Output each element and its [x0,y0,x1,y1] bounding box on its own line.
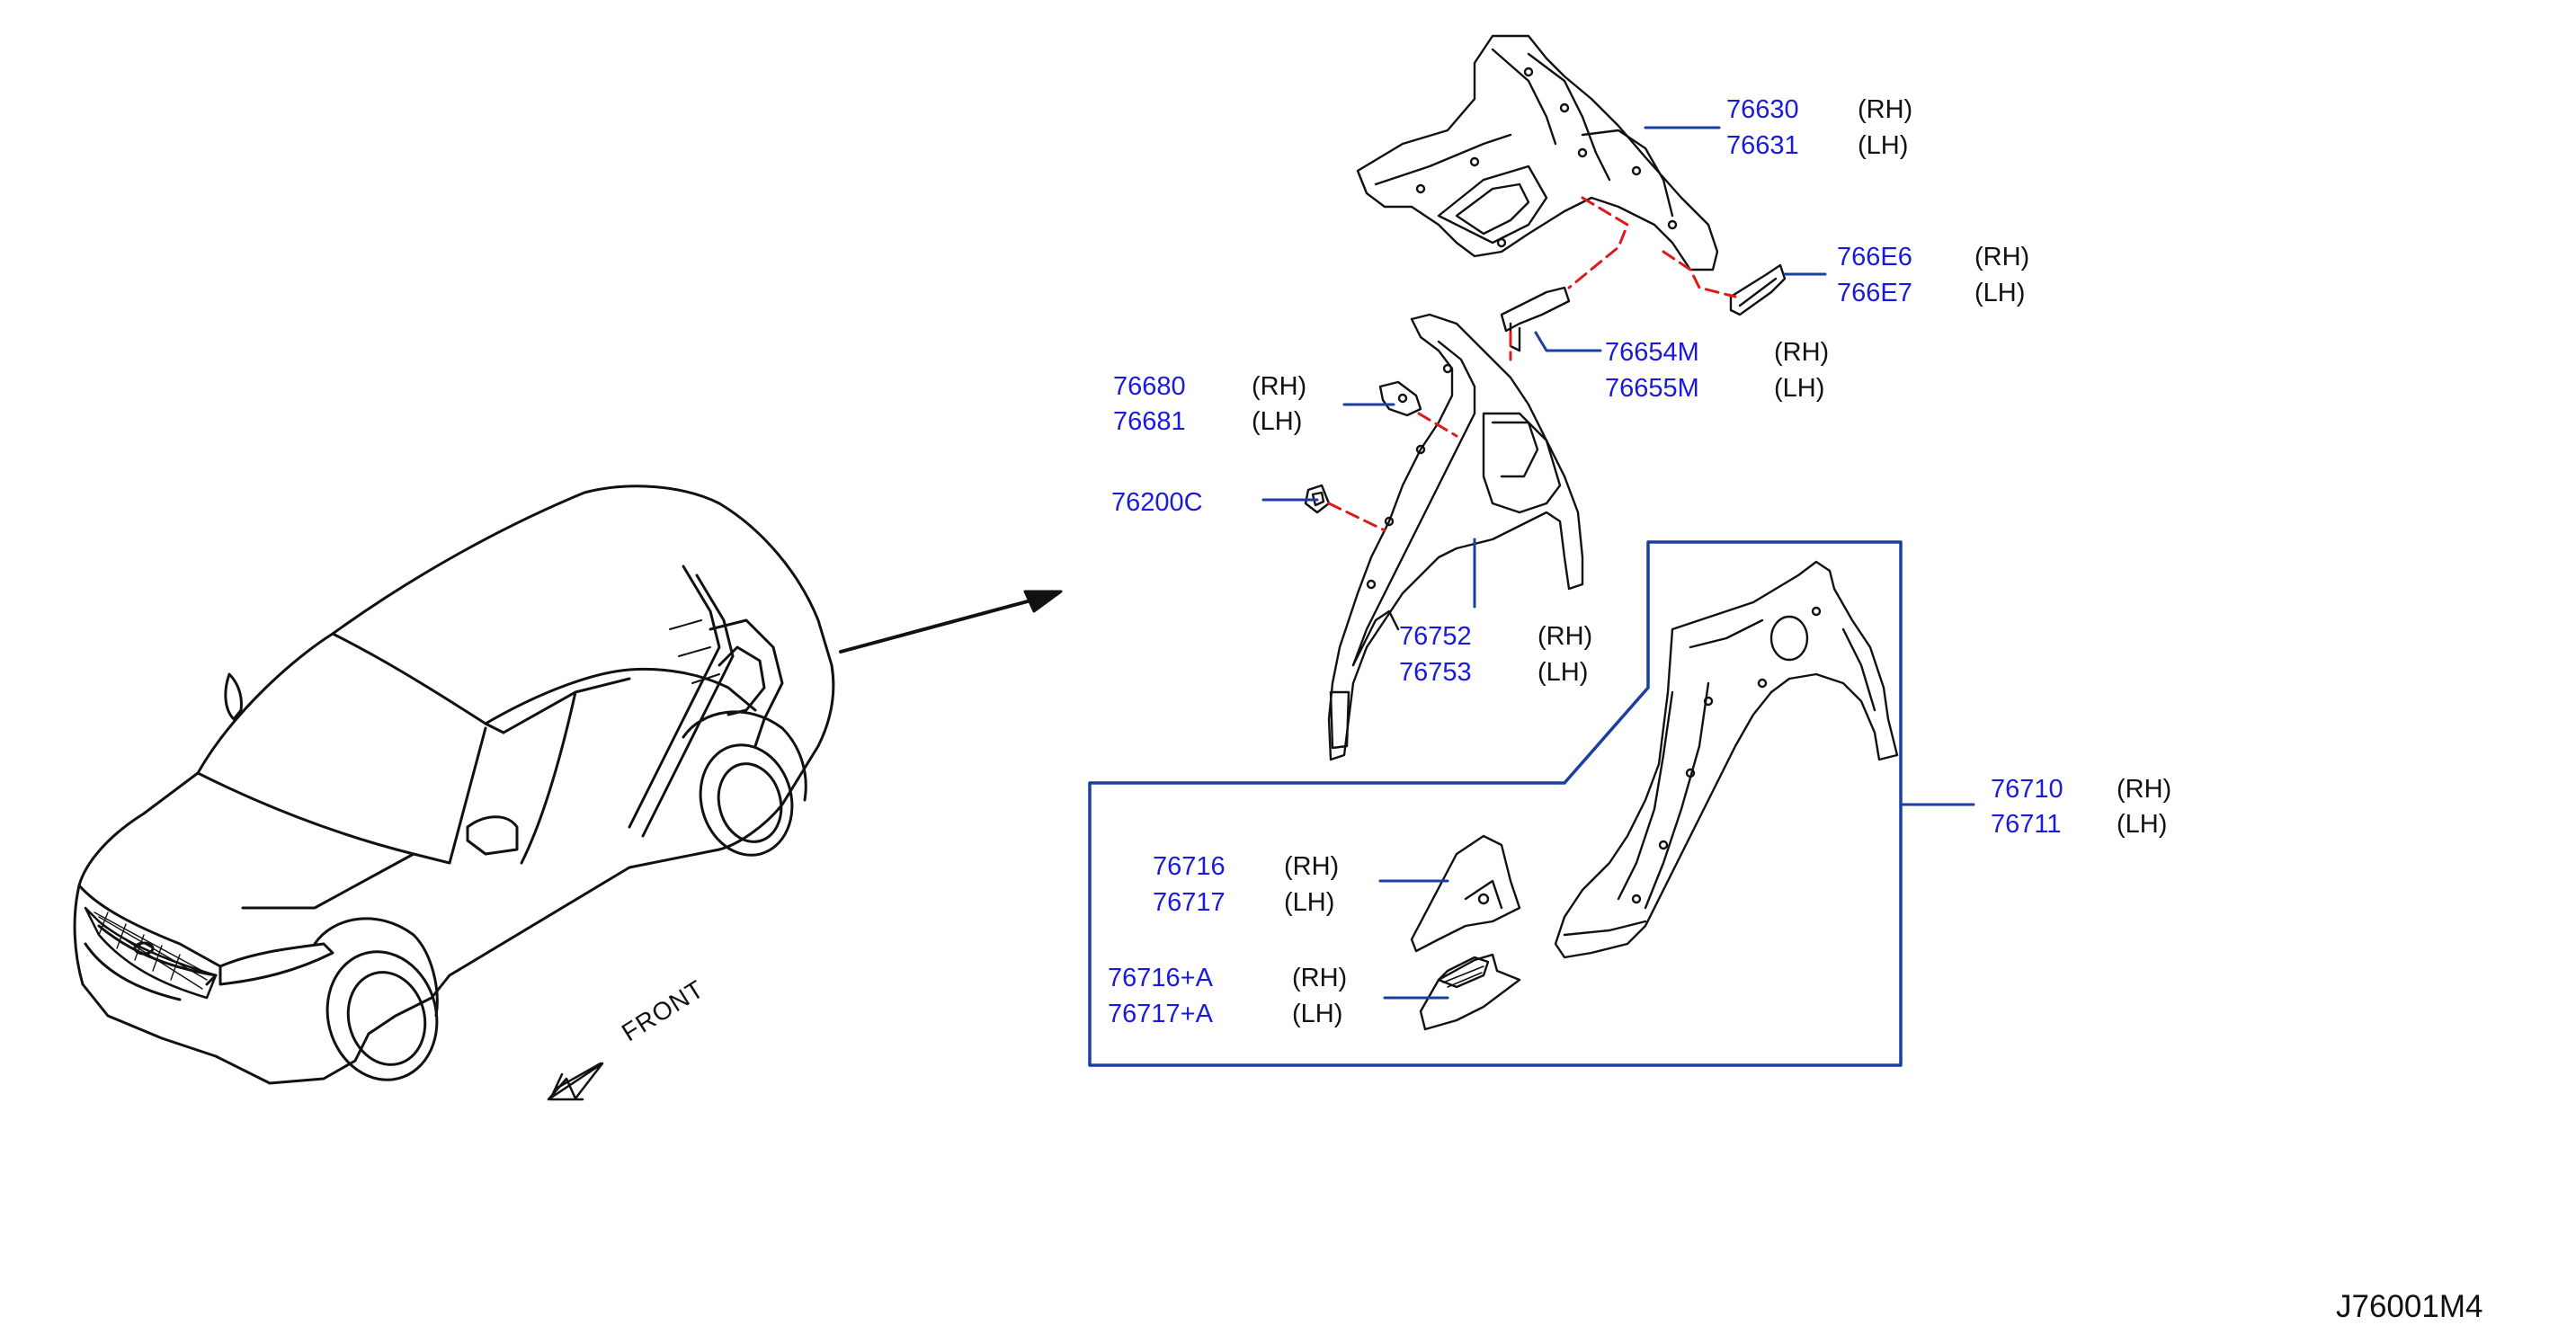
part-number-76752[interactable]: 76752 [1399,622,1472,651]
side-rh-76630: (RH) [1858,95,1913,124]
part-76710-drawing [1554,560,1899,959]
part-76680-drawing [1378,380,1422,417]
leader-76654M [1534,331,1602,352]
part-number-76717[interactable]: 76717 [1153,888,1226,917]
side-lh-76753: (LH) [1538,658,1589,687]
part-number-76655M[interactable]: 76655M [1605,374,1699,403]
part-number-76631[interactable]: 76631 [1726,131,1799,160]
side-lh-76681: (LH) [1252,407,1303,436]
vehicle-illustration [73,485,835,1085]
part-76630-drawing [1356,34,1719,271]
part-number-76753[interactable]: 76753 [1399,658,1472,687]
part-number-76654M[interactable]: 76654M [1605,338,1699,367]
part-number-76630[interactable]: 76630 [1726,95,1799,124]
part-number-76717A[interactable]: 76717+A [1108,1000,1213,1028]
side-lh-766E7: (LH) [1974,279,2026,307]
side-lh-76711: (LH) [2117,810,2168,839]
side-lh-76717: (LH) [1284,888,1335,917]
part-number-766E6[interactable]: 766E6 [1837,243,1912,271]
part-number-76681[interactable]: 76681 [1113,407,1186,436]
side-rh-766E6: (RH) [1974,243,2030,271]
front-arrow-icon [547,1062,604,1101]
assembly-box [1088,540,1903,1067]
part-number-76711[interactable]: 76711 [1991,810,2062,839]
part-number-766E7[interactable]: 766E7 [1837,279,1912,307]
part-number-76710[interactable]: 76710 [1991,775,2063,804]
side-rh-76716A: (RH) [1292,964,1348,992]
side-lh-76631: (LH) [1858,131,1909,160]
side-rh-76654M: (RH) [1774,338,1830,367]
part-76752-drawing [1327,313,1584,761]
part-76716A-drawing [1419,953,1521,1031]
side-rh-76680: (RH) [1252,372,1307,401]
part-number-76200C[interactable]: 76200C [1111,488,1203,517]
part-766E6-drawing [1729,263,1787,316]
side-lh-76717A: (LH) [1292,1000,1343,1028]
side-lh-76655M: (LH) [1774,374,1825,403]
direction-arrow [839,594,1049,654]
part-number-76716[interactable]: 76716 [1153,852,1226,881]
side-rh-76716: (RH) [1284,852,1340,881]
figure-code: J76001M4 [2336,1289,2483,1324]
side-rh-76752: (RH) [1538,622,1593,651]
side-rh-76710: (RH) [2117,775,2172,804]
part-number-76716A[interactable]: 76716+A [1108,964,1213,992]
part-76716-drawing [1410,834,1521,953]
part-number-76680[interactable]: 76680 [1113,372,1186,401]
